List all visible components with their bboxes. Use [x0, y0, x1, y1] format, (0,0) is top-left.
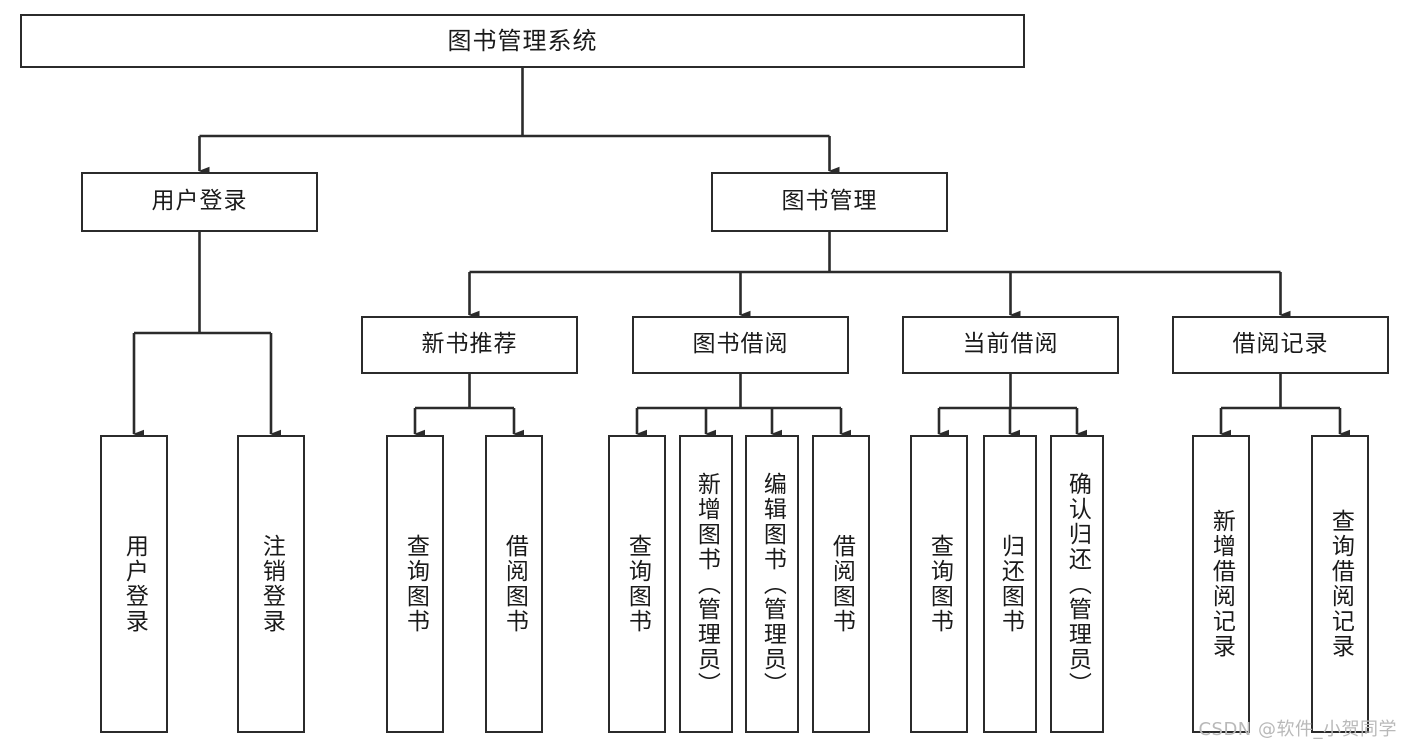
node-leaf-confirm-return-label: 确认归还（管理员）: [1064, 471, 1091, 697]
node-leaf-edit-book[interactable]: 编辑图书（管理员）: [745, 435, 799, 733]
node-leaf-add-record-label: 新增借阅记录: [1208, 509, 1235, 659]
node-leaf-confirm-return[interactable]: 确认归还（管理员）: [1050, 435, 1104, 733]
node-book-manage-label: 图书管理: [781, 188, 878, 215]
node-book-manage[interactable]: 图书管理: [711, 172, 948, 232]
node-leaf-add-book[interactable]: 新增图书（管理员）: [679, 435, 733, 733]
node-new-book-recommend-label: 新书推荐: [421, 331, 518, 358]
node-leaf-user-login-label: 用户登录: [121, 534, 148, 634]
node-leaf-add-record[interactable]: 新增借阅记录: [1192, 435, 1250, 733]
node-leaf-query-book-cur-label: 查询图书: [926, 534, 953, 634]
node-leaf-query-book-rec-label: 查询图书: [402, 534, 429, 634]
node-leaf-query-book-cur[interactable]: 查询图书: [910, 435, 968, 733]
node-leaf-borrow-book-bor-label: 借阅图书: [828, 534, 855, 634]
node-borrow-record[interactable]: 借阅记录: [1172, 316, 1389, 374]
node-leaf-return-book-label: 归还图书: [997, 534, 1024, 634]
node-book-borrow-label: 图书借阅: [692, 331, 789, 358]
node-leaf-query-book-rec[interactable]: 查询图书: [386, 435, 444, 733]
node-leaf-edit-book-label: 编辑图书（管理员）: [759, 471, 786, 697]
node-current-borrow[interactable]: 当前借阅: [902, 316, 1119, 374]
node-user-login-label: 用户登录: [151, 188, 248, 215]
node-leaf-borrow-book-rec-label: 借阅图书: [501, 534, 528, 634]
node-book-borrow[interactable]: 图书借阅: [632, 316, 849, 374]
node-leaf-user-login[interactable]: 用户登录: [100, 435, 168, 733]
node-leaf-borrow-book-rec[interactable]: 借阅图书: [485, 435, 543, 733]
node-leaf-user-logout[interactable]: 注销登录: [237, 435, 305, 733]
node-leaf-borrow-book-bor[interactable]: 借阅图书: [812, 435, 870, 733]
node-leaf-query-record-label: 查询借阅记录: [1327, 509, 1354, 659]
node-root[interactable]: 图书管理系统: [20, 14, 1025, 68]
node-leaf-return-book[interactable]: 归还图书: [983, 435, 1037, 733]
node-leaf-add-book-label: 新增图书（管理员）: [693, 471, 720, 697]
node-root-label: 图书管理系统: [447, 26, 598, 55]
node-borrow-record-label: 借阅记录: [1232, 331, 1329, 358]
node-current-borrow-label: 当前借阅: [962, 331, 1059, 358]
node-user-login[interactable]: 用户登录: [81, 172, 318, 232]
node-leaf-user-logout-label: 注销登录: [258, 534, 285, 634]
csdn-watermark: CSDN @软件_小贺同学: [1198, 719, 1397, 740]
node-leaf-query-book-bor-label: 查询图书: [624, 534, 651, 634]
node-leaf-query-record[interactable]: 查询借阅记录: [1311, 435, 1369, 733]
node-leaf-query-book-bor[interactable]: 查询图书: [608, 435, 666, 733]
node-new-book-recommend[interactable]: 新书推荐: [361, 316, 578, 374]
